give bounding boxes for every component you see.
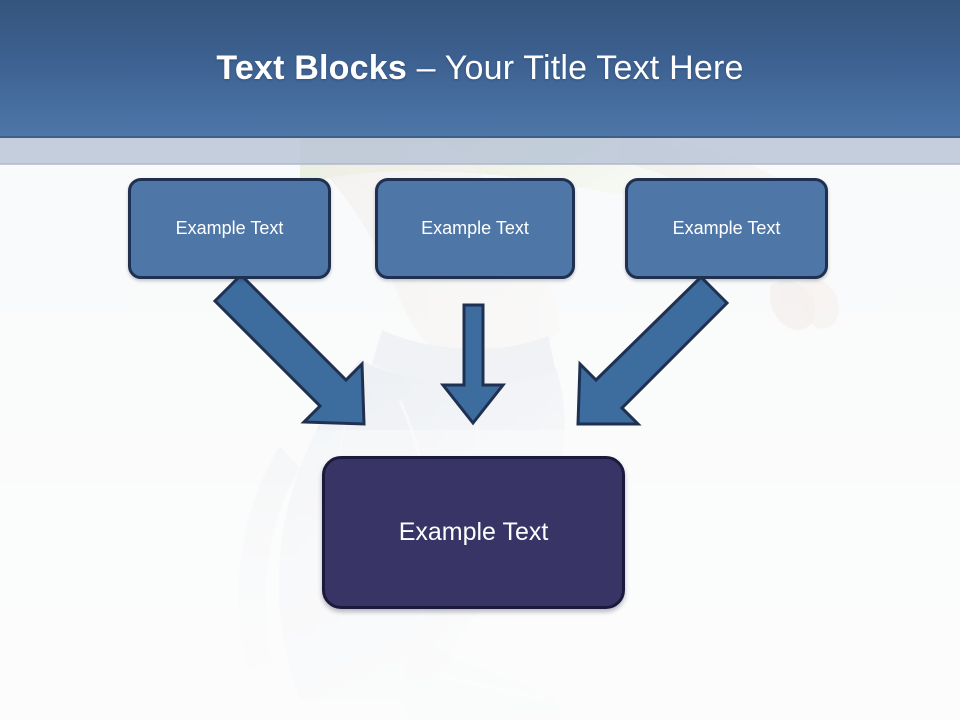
arrow-middle-vertical (439, 303, 507, 426)
header-accent-band (0, 138, 960, 164)
result-text-block-label: Example Text (398, 518, 549, 546)
result-text-block[interactable]: Example Text (322, 456, 625, 609)
page-title-bold: Text Blocks (216, 49, 407, 87)
page-title-rest: Your Title Text Here (444, 49, 744, 87)
header-band (0, 0, 960, 136)
header-divider-rule (0, 136, 960, 138)
text-block-3-label: Example Text (672, 218, 781, 238)
arrow-right-diagonal (576, 274, 730, 426)
text-block-1[interactable]: Example Text (128, 178, 331, 279)
text-block-3[interactable]: Example Text (625, 178, 828, 279)
header-accent-band-edge (0, 163, 960, 165)
text-block-2-label: Example Text (421, 218, 529, 238)
arrow-left-diagonal (212, 272, 366, 426)
text-block-1-label: Example Text (175, 218, 284, 238)
page-title-separator: – (406, 49, 445, 87)
page-title: Text Blocks – Your Title Text Here (0, 46, 960, 90)
text-block-2[interactable]: Example Text (375, 178, 575, 279)
